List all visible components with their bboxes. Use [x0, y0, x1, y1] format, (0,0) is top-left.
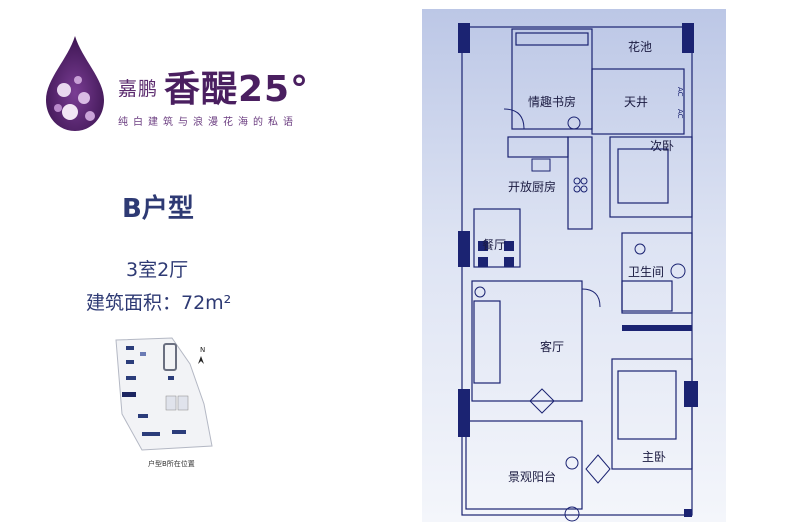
project-name: 香醍25°	[164, 69, 310, 110]
room-study: 情趣书房	[528, 95, 577, 109]
room-living: 客厅	[540, 340, 565, 354]
room-kitchen: 开放厨房	[508, 180, 557, 194]
unit-rooms: 3室2厅	[126, 259, 189, 281]
room-bathroom: 卫生间	[628, 265, 665, 279]
north-arrow-icon	[198, 356, 204, 364]
room-flower-bed: 花池	[628, 40, 653, 54]
slogan: 纯白建筑与浪漫花海的私语	[118, 117, 298, 128]
unit-title: B户型	[122, 194, 194, 224]
developer-name: 嘉鹏	[118, 78, 159, 100]
room-second-bedroom: 次卧	[650, 139, 675, 153]
room-balcony: 景观阳台	[508, 470, 557, 484]
room-master-bedroom: 主卧	[642, 450, 667, 464]
ac-label: AC	[676, 87, 684, 97]
site-plan-caption: 户型B所在位置	[148, 460, 195, 468]
floorplan-background	[422, 9, 726, 522]
site-plan-map: N	[115, 337, 213, 451]
north-label: N	[200, 346, 205, 354]
room-dining: 餐厅	[482, 238, 507, 252]
brand-logo-icon	[46, 36, 104, 131]
room-patio: 天井	[624, 95, 649, 109]
floorplan-drawing: AC AC	[458, 23, 698, 522]
ac-label: AC	[676, 109, 684, 119]
unit-area: 建筑面积：72m²	[86, 292, 232, 314]
